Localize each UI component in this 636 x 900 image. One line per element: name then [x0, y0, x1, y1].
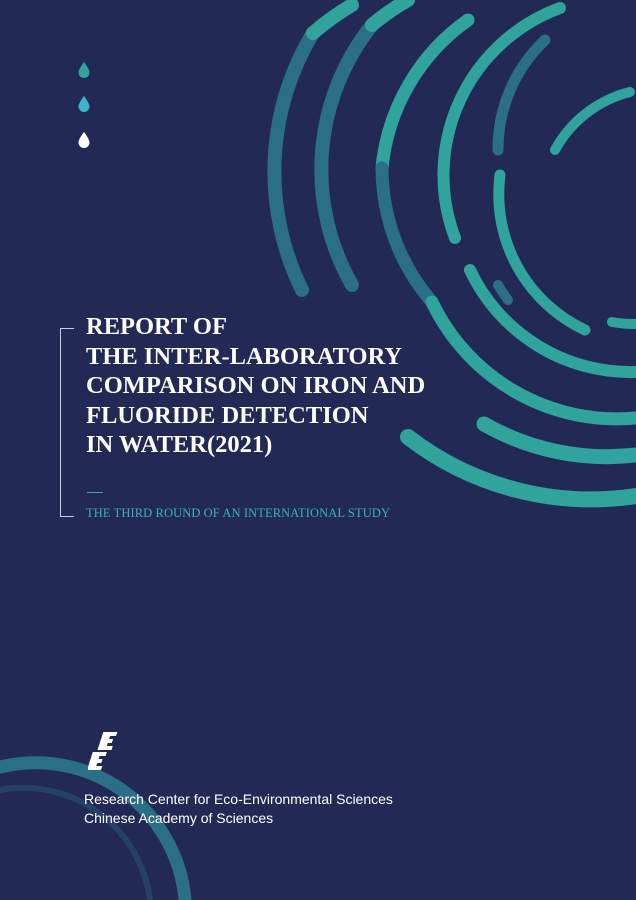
title-line: IN WATER(2021): [86, 431, 273, 458]
title-bracket: [60, 328, 61, 516]
arc-ring-5a: [437, 2, 566, 244]
publisher-name: Research Center for Eco-Environmental Sc…: [84, 790, 393, 827]
arc-ring-5b: [464, 264, 636, 379]
title-line: FLUORIDE DETECTION: [86, 401, 369, 429]
arc-ring-4c: [425, 295, 636, 426]
arc-ring-2a: [267, 26, 320, 297]
subtitle-dash: [87, 492, 103, 493]
arc-inner-1: [550, 87, 635, 155]
water-drops: [78, 62, 90, 148]
arc-ring-6a: [493, 169, 591, 336]
publisher-line: Research Center for Eco-Environmental Sc…: [84, 791, 393, 807]
report-subtitle: THE THIRD ROUND OF AN INTERNATIONAL STUD…: [86, 506, 391, 520]
title-line: REPORT OF: [86, 313, 227, 340]
arc-ring-6b: [492, 34, 551, 156]
institution-logo-icon: [88, 732, 118, 770]
arc-ring-4a: [375, 13, 475, 175]
water-drop-icon: [78, 132, 90, 148]
arc-bottom-left: [0, 756, 192, 900]
arc-ring-3b: [365, 0, 415, 32]
publisher-line: Chinese Academy of Sciences: [84, 809, 274, 826]
water-drop-icon: [78, 96, 90, 112]
arc-outer-1: [400, 429, 636, 508]
arc-ring-3a: [314, 18, 379, 292]
title-bracket-bottom: [60, 516, 74, 517]
arc-inner-2: [607, 317, 636, 329]
arc-bottom-left-inner: [0, 784, 153, 900]
arc-ring-2c: [476, 416, 636, 465]
arc-inner-3: [493, 280, 513, 305]
arc-ring-2b: [306, 0, 359, 40]
title-line: THE INTER-LABORATORY: [86, 342, 403, 370]
title-bracket-top: [60, 328, 74, 329]
title-line: COMPARISON ON IRON AND: [86, 372, 426, 399]
arc-ring-4b: [375, 161, 439, 309]
report-title: REPORT OF THE INTER-LABORATORY COMPARISO…: [86, 312, 486, 460]
water-drop-icon: [78, 62, 90, 78]
